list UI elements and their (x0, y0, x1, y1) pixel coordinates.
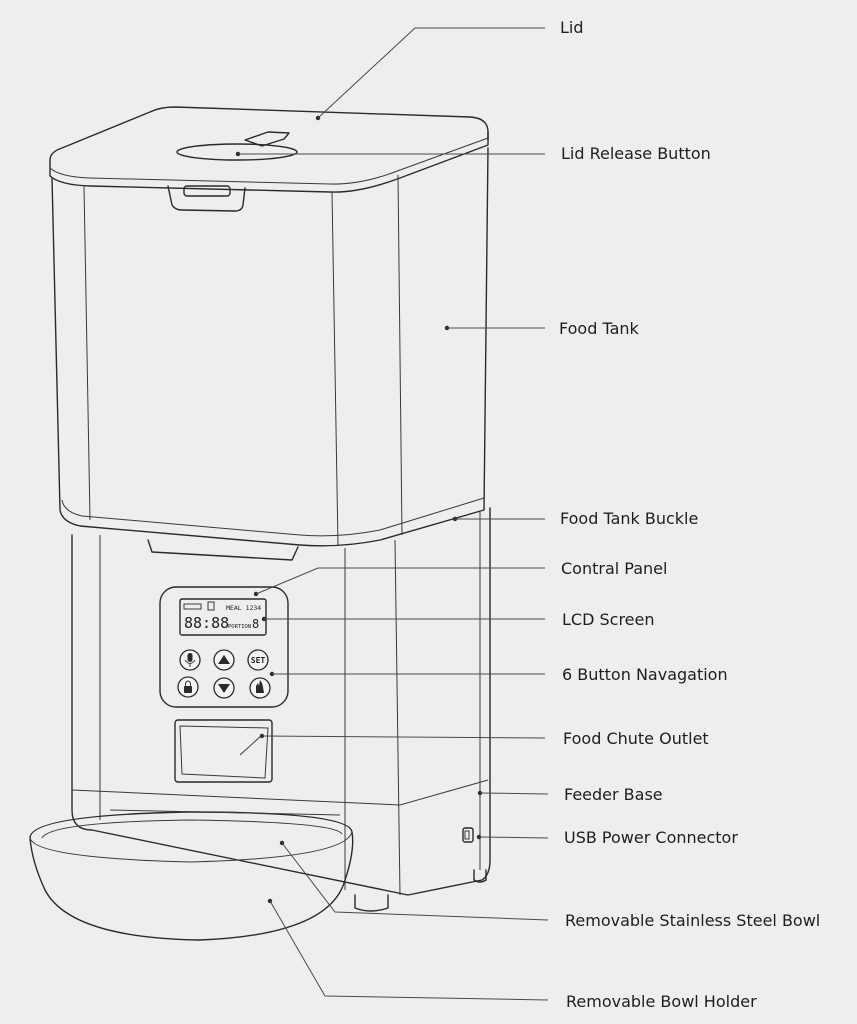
label-lid: Lid (560, 18, 584, 37)
arrow-down-icon (218, 684, 230, 693)
lcd-meal-text: MEAL 1234 (226, 604, 261, 612)
hand-icon (256, 680, 264, 693)
label-button-navigation: 6 Button Navagation (562, 665, 728, 684)
label-food-tank: Food Tank (559, 319, 640, 338)
microphone-icon (187, 653, 193, 662)
label-food-chute-outlet: Food Chute Outlet (563, 729, 709, 748)
lcd-time-text: 88:88 (184, 614, 229, 632)
label-usb-power-connector: USB Power Connector (564, 828, 738, 847)
down-button[interactable] (213, 677, 235, 699)
arrow-up-icon (218, 655, 230, 664)
lcd-portion-label: PORTION (228, 624, 251, 630)
label-bowl-holder: Removable Bowl Holder (566, 992, 757, 1011)
up-button[interactable] (213, 649, 235, 671)
lcd-screen-frame (179, 598, 267, 636)
leader-lines (235, 27, 549, 1001)
label-feeder-base: Feeder Base (564, 785, 663, 804)
callout-labels: Lid Lid Release Button Food Tank Food Ta… (559, 18, 820, 1011)
lock-icon (184, 686, 192, 693)
feed-button[interactable] (249, 677, 271, 699)
mic-button[interactable] (179, 649, 201, 671)
label-food-tank-buckle: Food Tank Buckle (560, 509, 698, 528)
bowl-drawing (29, 809, 354, 941)
lcd-portion-value: 8 (252, 617, 259, 631)
food-tank-drawing (49, 106, 489, 561)
food-chute-drawing (174, 719, 273, 783)
label-control-panel: Contral Panel (561, 559, 667, 578)
set-button-label: SET (251, 656, 266, 665)
lock-button[interactable] (177, 676, 199, 698)
label-lid-release-button: Lid Release Button (561, 144, 711, 163)
feeder-base-drawing (71, 507, 491, 912)
label-stainless-steel-bowl: Removable Stainless Steel Bowl (565, 911, 820, 930)
control-panel-drawing: MEAL 1234 88:88 PORTION 8 SET (159, 586, 289, 708)
set-button[interactable]: SET (247, 649, 269, 671)
label-lcd-screen: LCD Screen (562, 610, 655, 629)
